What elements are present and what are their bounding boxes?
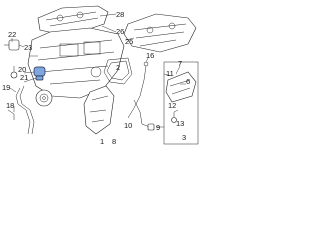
callout-3: 3: [182, 133, 186, 142]
callout-23: 23: [24, 43, 32, 52]
callout-16: 16: [146, 51, 154, 60]
callout-8: 8: [112, 137, 116, 146]
detail-box: [163, 61, 199, 145]
engine-block: [27, 27, 125, 99]
callout-11: 11: [166, 69, 174, 78]
crank-pulley: [35, 89, 53, 107]
manifold-assembly: [123, 13, 197, 53]
callout-6: 6: [186, 77, 190, 86]
callout-21: 21: [20, 73, 28, 82]
callout-12: 12: [168, 101, 176, 110]
dipstick-tube: [133, 99, 155, 131]
callout-28: 28: [116, 10, 124, 19]
callout-25: 25: [125, 37, 133, 46]
highlighted-part: [33, 66, 46, 81]
callout-10: 10: [124, 121, 132, 130]
hose-part: [7, 85, 35, 135]
sensor-part: [4, 39, 20, 51]
callout-1: 1: [100, 137, 104, 146]
callout-19: 19: [2, 83, 10, 92]
callout-labels: 28 26 22 23 2 20 21 25 19 18 16 1 8 10 9…: [2, 10, 190, 146]
callout-13: 13: [176, 119, 184, 128]
callout-2: 2: [116, 63, 120, 72]
callout-22: 22: [8, 30, 16, 39]
callout-9: 9: [156, 123, 160, 132]
gasket: [103, 57, 133, 85]
oil-pan: [83, 85, 115, 135]
leader-lines: [9, 13, 186, 128]
parts-diagram: 28 26 22 23 2 20 21 25 19 18 16 1 8 10 9…: [2, 5, 199, 146]
callout-7: 7: [178, 59, 182, 68]
callout-18: 18: [6, 101, 14, 110]
intake-cover-assembly: [37, 5, 109, 35]
callout-26: 26: [116, 27, 124, 36]
callout-20: 20: [18, 65, 26, 74]
bolt-part: [10, 66, 18, 79]
